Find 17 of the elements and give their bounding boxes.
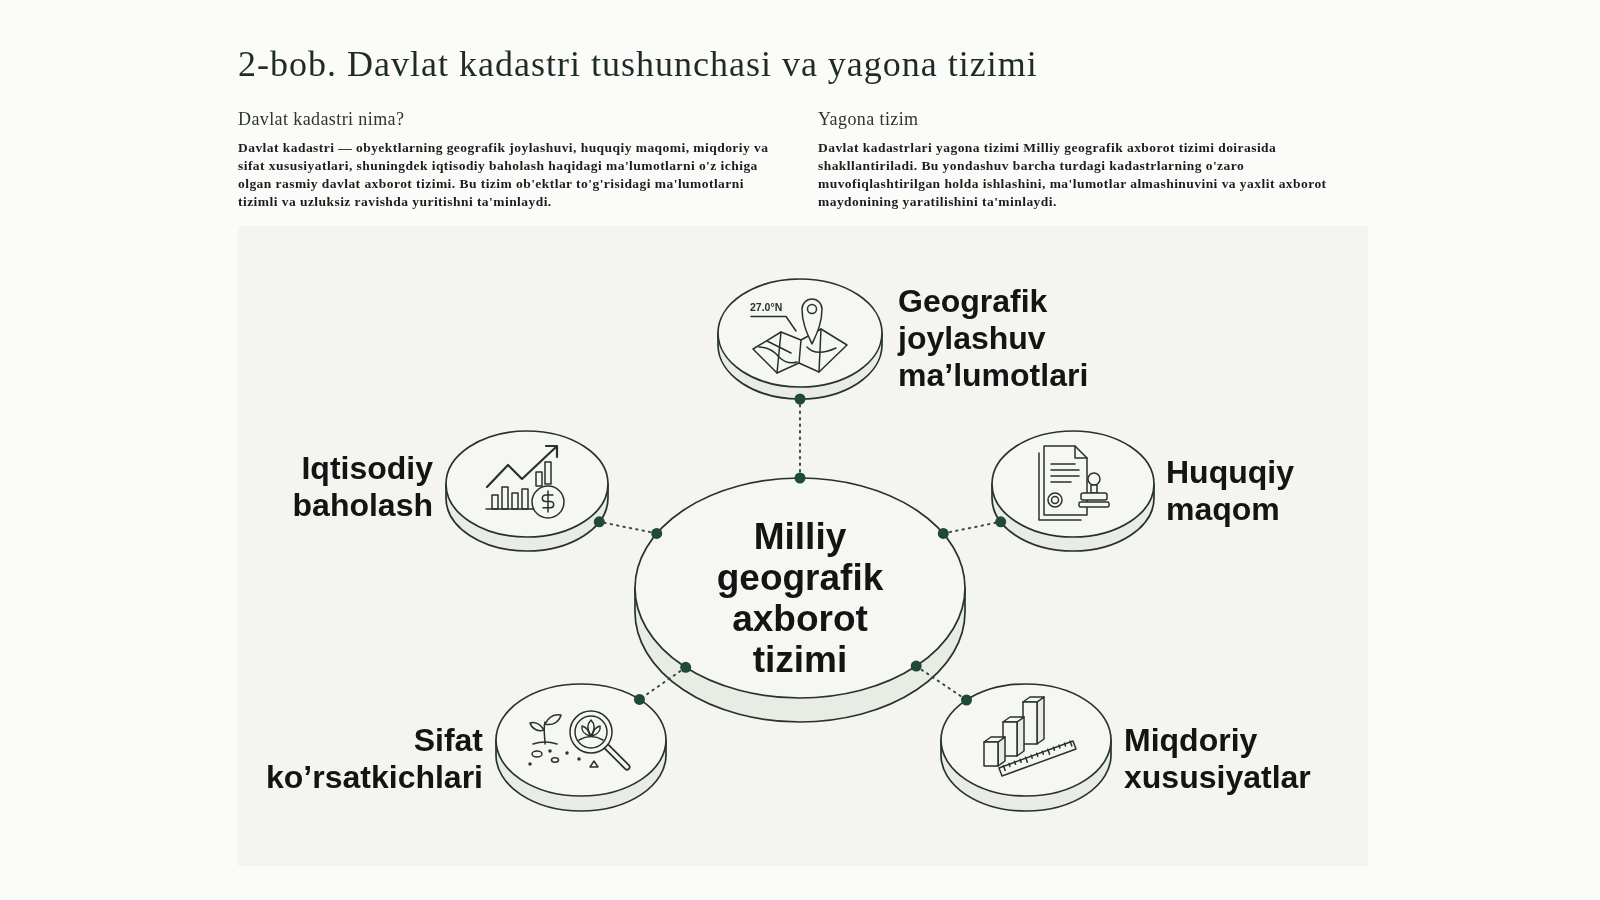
node-label: Geografik joylashuv ma’lumotlari — [898, 283, 1090, 394]
dotted-connector — [634, 661, 692, 705]
page-title: 2-bob. Davlat kadastri tushunchasi va yagona tizimi — [238, 43, 1038, 85]
hub-label: Milliy geografik axborot tizimi — [716, 516, 884, 680]
section-heading: Yagona tizim — [818, 108, 920, 131]
node-label: Sifat ko’rsatkichlari — [265, 722, 483, 796]
dotted-connector — [910, 660, 972, 706]
node-label: Miqdoriy xususiyatlar — [1124, 722, 1312, 796]
node-label: Iqtisodiy baholash — [291, 450, 433, 524]
dotted-connector — [593, 516, 663, 539]
body-paragraph: Davlat kadastri — obyektlarning geografik joylashuvi, huquqiy maqomi, miqdoriy va sifat xususiyatlari, shuningdek iqtisodiy baholash haqidagi ma'lumotlarni o'z ichiga olgan rasmiy davlat axborot tizimi. Bu tizim ob'ektlar to'g'risidagi ma'lumotlarni tizimli va uzluksiz ravishda yuritishni ta'minlaydi. — [238, 139, 770, 211]
coordinate-label: 27.0°N — [750, 301, 783, 313]
body-paragraph: Davlat kadastrlari yagona tizimi Milliy geografik axborot tizimi doirasida shakllantiriladi. Bu yondashuv barcha turdagi kadastrlarning o'zaro muvofiqlashtirilgan holda ishlashini, ma'lumotlar almashinuvini va yaxlit axborot maydonining yaratilishini ta'minlaydi. — [818, 139, 1328, 211]
dotted-connector — [794, 393, 806, 484]
section-heading: Davlat kadastri nima? — [238, 108, 406, 131]
node-label: Huquqiy maqom — [1166, 454, 1295, 528]
dotted-connector — [937, 516, 1007, 539]
